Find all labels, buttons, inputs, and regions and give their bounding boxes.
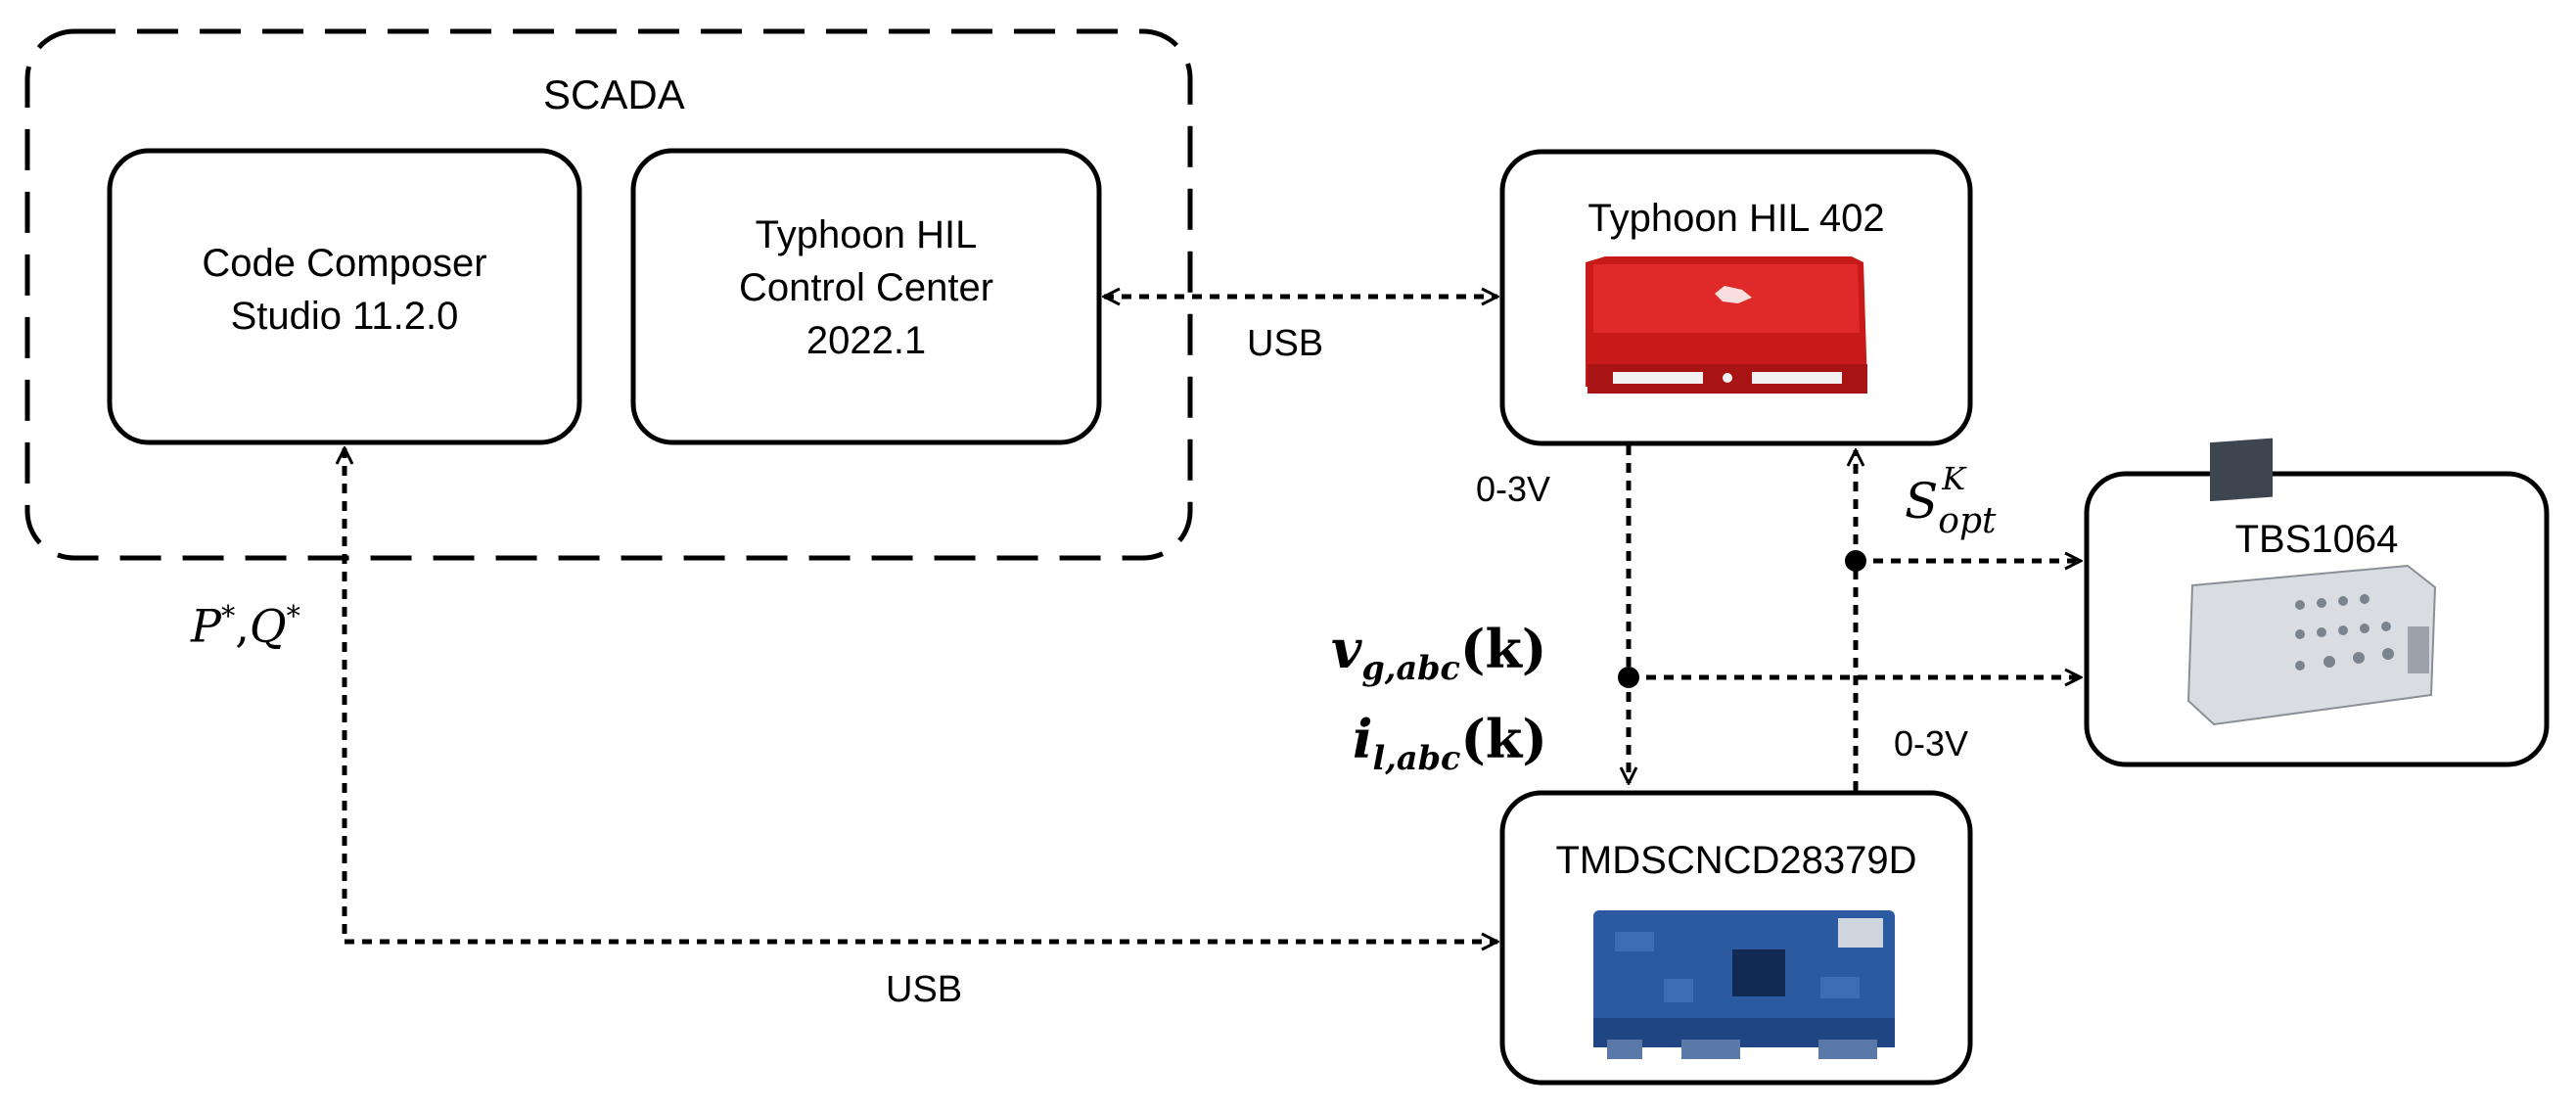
scada-group-border bbox=[24, 28, 1193, 561]
sopt-base: S bbox=[1905, 473, 1939, 530]
sopt-sup: K bbox=[1942, 460, 1966, 497]
control-card-board-icon bbox=[1593, 910, 1895, 1059]
scada-label: SCADA bbox=[543, 71, 685, 117]
ccs-label-line-1: Code Composer bbox=[202, 242, 487, 285]
hcc-label-line-2: Control Center bbox=[738, 266, 994, 309]
setpoint-p: P bbox=[191, 599, 221, 653]
setpoint-sep: , bbox=[235, 599, 250, 653]
hil-voltage-label: 0-3V bbox=[1476, 469, 1551, 509]
usb-link-ccs-tmd bbox=[345, 448, 1497, 942]
ccs-label: Code Composer Studio 11.2.0 bbox=[110, 237, 579, 343]
oscilloscope-icon bbox=[2186, 438, 2437, 726]
il-base: i bbox=[1353, 708, 1373, 770]
il-arg: (k) bbox=[1460, 708, 1547, 770]
hil-label: Typhoon HIL 402 bbox=[1587, 197, 1885, 240]
vg-arg: (k) bbox=[1459, 618, 1547, 680]
sopt-sub: opt bbox=[1938, 501, 1997, 541]
usb-bottom-label: USB bbox=[886, 969, 963, 1010]
setpoints-label: P*,Q* bbox=[191, 600, 300, 648]
hcc-label-line-3: 2022.1 bbox=[805, 319, 927, 362]
vg-base: v bbox=[1331, 618, 1362, 680]
vg-sub: g,abc bbox=[1361, 648, 1460, 687]
typhoon-hil-device-icon bbox=[1586, 256, 1867, 393]
sopt-label: S K opt bbox=[1905, 463, 2022, 539]
hcc-label: Typhoon HIL Control Center 2022.1 bbox=[633, 208, 1099, 367]
tmd-voltage-label: 0-3V bbox=[1894, 723, 1969, 764]
il-sub: l,abc bbox=[1372, 738, 1461, 777]
usb-top-label: USB bbox=[1247, 323, 1324, 364]
vg-label: vg,abc(k) bbox=[1331, 623, 1546, 684]
hcc-label-line-1: Typhoon HIL bbox=[755, 213, 978, 256]
setpoint-p-sup: * bbox=[220, 600, 236, 632]
il-label: il,abc(k) bbox=[1353, 713, 1547, 774]
tmd-label: TMDSCNCD28379D bbox=[1555, 839, 1917, 882]
setpoint-q: Q bbox=[249, 599, 287, 653]
tbs-label: TBS1064 bbox=[2234, 518, 2399, 561]
setpoint-q-sup: * bbox=[286, 600, 300, 632]
ccs-box bbox=[107, 148, 582, 445]
hcc-box bbox=[630, 148, 1102, 445]
ccs-label-line-2: Studio 11.2.0 bbox=[230, 295, 459, 338]
